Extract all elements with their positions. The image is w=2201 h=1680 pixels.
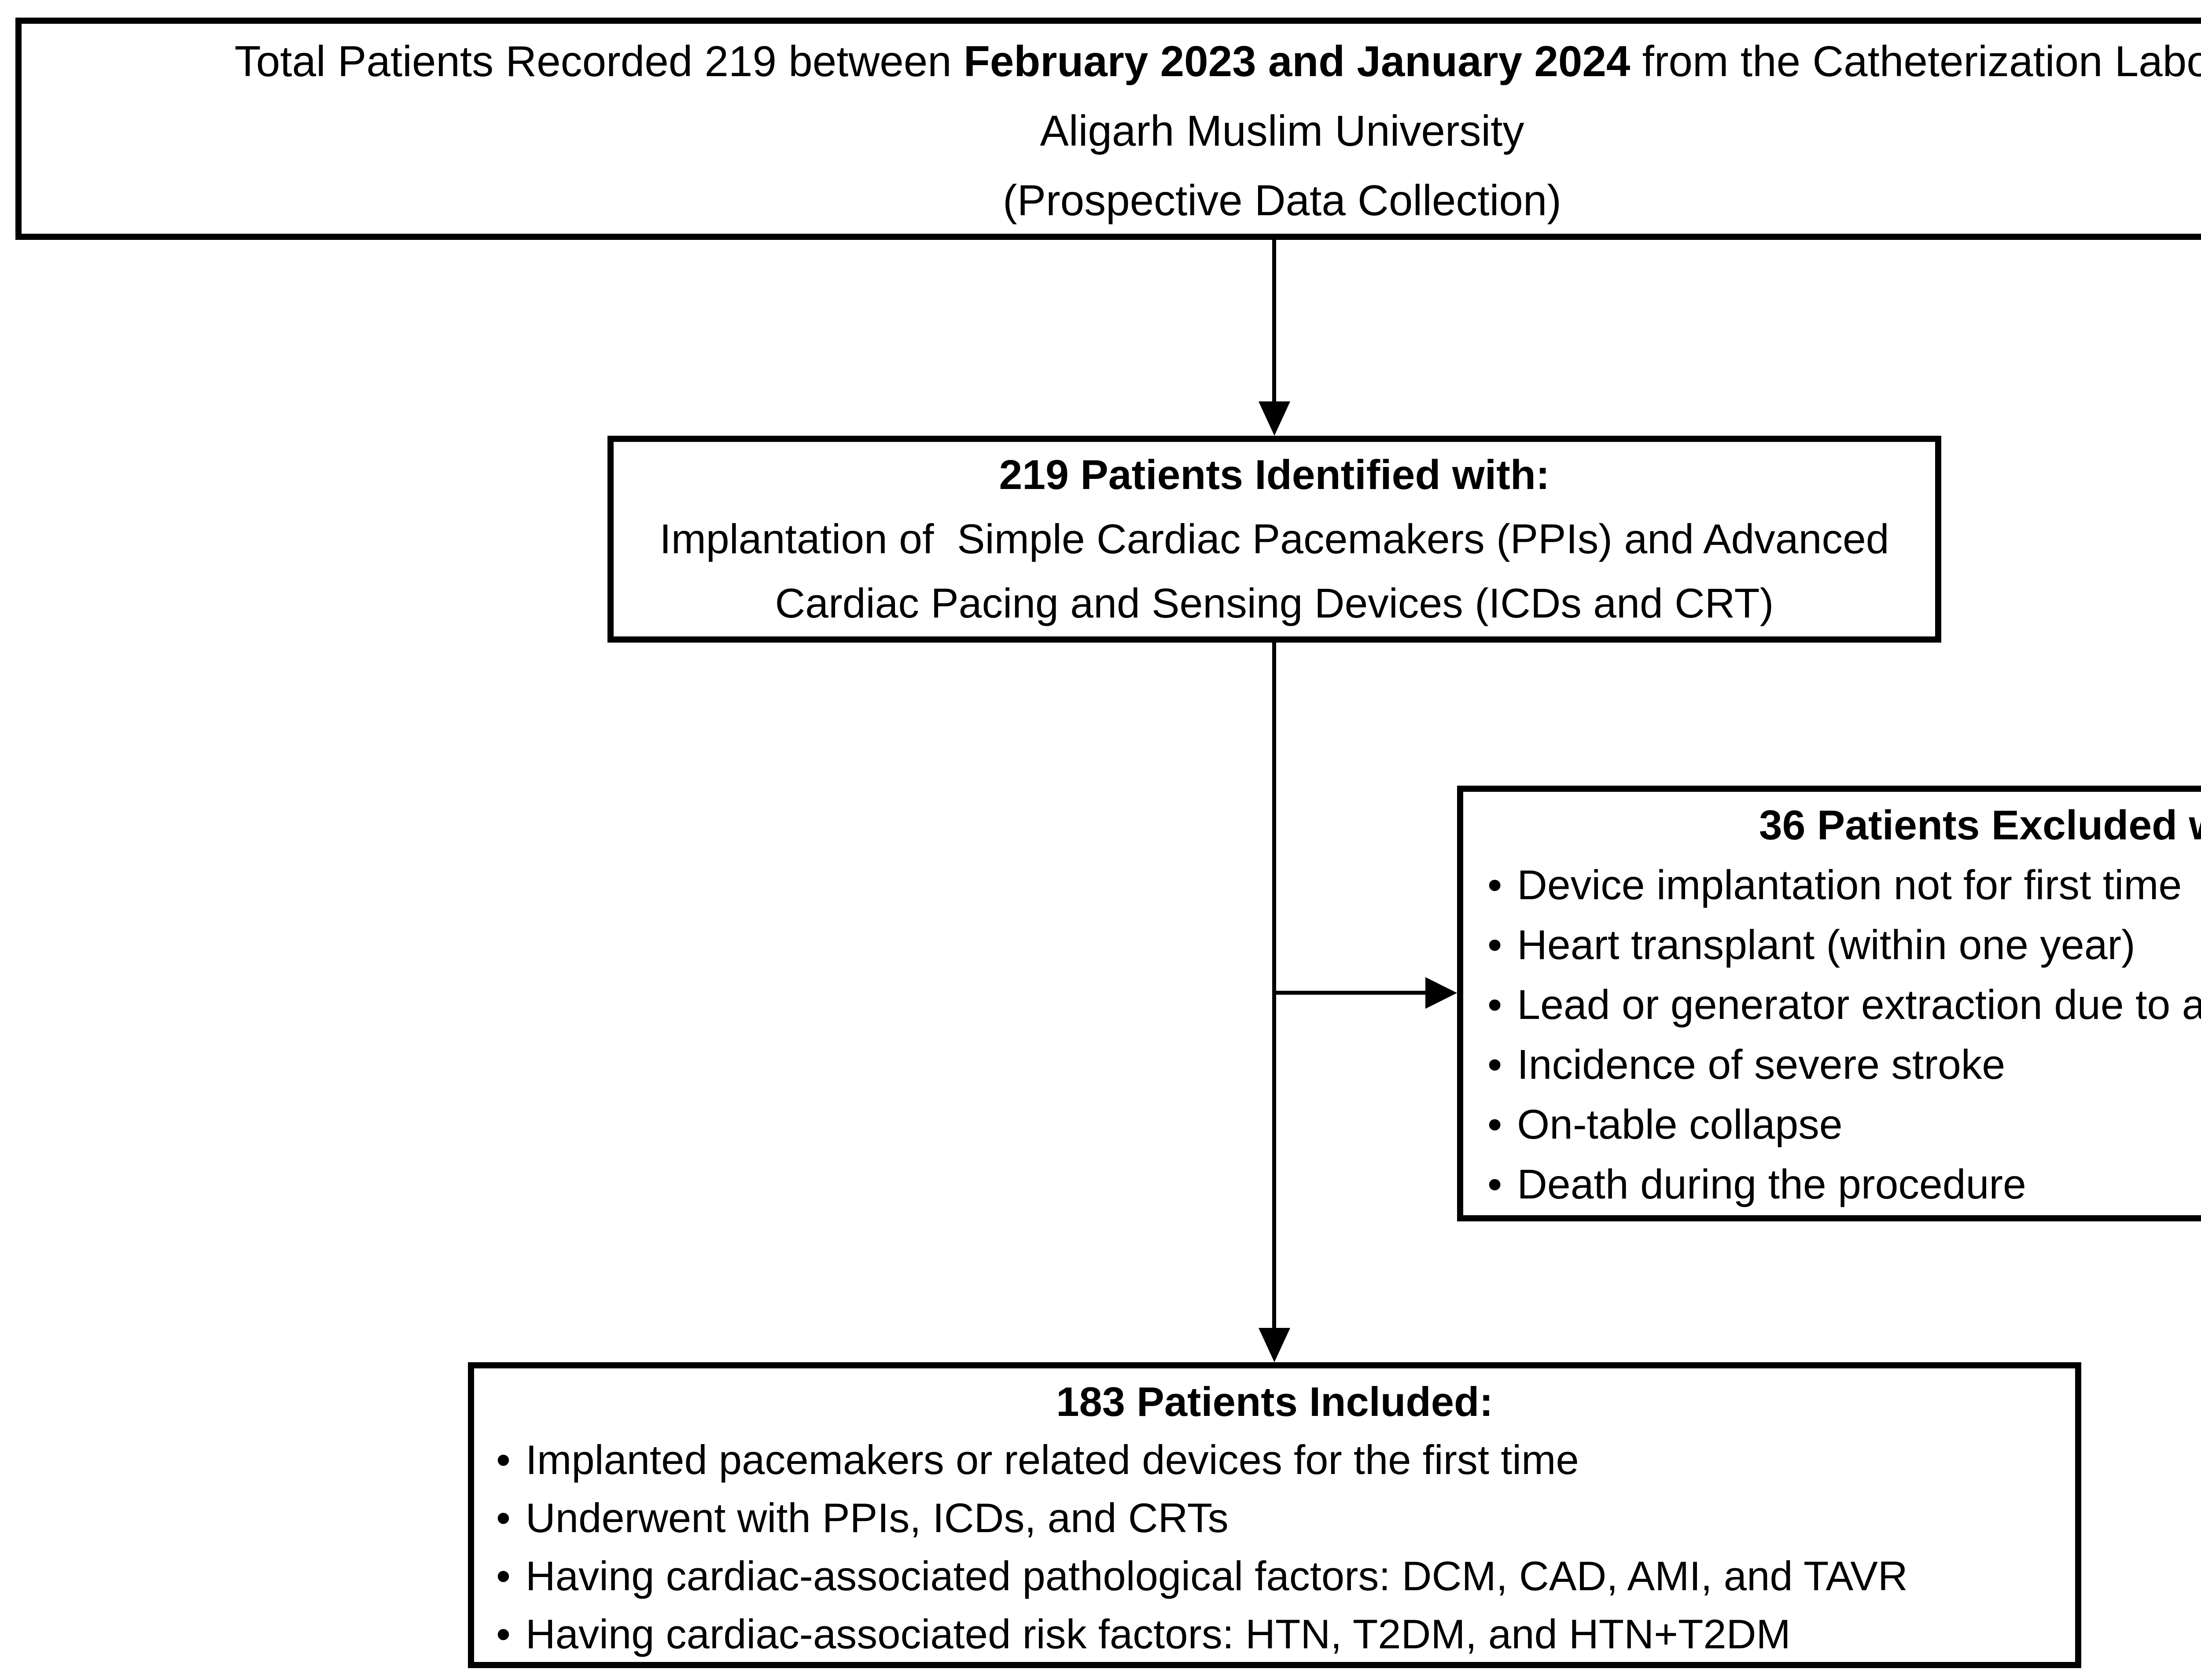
excluded-box: 36 Patients Excluded with: • Device impla… <box>1457 786 2201 1221</box>
total-recorded-line1: Total Patients Recorded 219 between Febr… <box>22 26 2201 96</box>
identified-line2: Cardiac Pacing and Sensing Devices (ICDs… <box>775 580 1774 627</box>
bullet-icon: • <box>1487 922 1502 968</box>
total-recorded-line3: (Prospective Data Collection) <box>1002 176 1562 224</box>
arrowhead-right-icon <box>1425 977 1457 1009</box>
total-recorded-line1-suffix: from the Catheterization Laboratory, <box>1642 37 2201 85</box>
bullet-icon: • <box>1487 862 1502 908</box>
included-bullet: • Underwent with PPIs, ICDs, and CRTs <box>496 1489 2075 1547</box>
arrow-top-to-identified-line <box>1272 240 1276 401</box>
total-recorded-line1-bold-dates: February 2023 and January 2024 <box>964 37 1631 85</box>
excluded-bullet-text: Death during the procedure <box>1517 1161 2026 1208</box>
bullet-icon: • <box>1487 1101 1502 1148</box>
excluded-bullet: • Heart transplant (within one year) <box>1487 915 2201 975</box>
arrowhead-down-icon <box>1259 401 1290 436</box>
included-bullet-list: • Implanted pacemakers or related devices… <box>474 1431 2075 1663</box>
identified-title: 219 Patients Identified with: <box>999 452 1550 498</box>
bullet-icon: • <box>1487 1041 1502 1088</box>
excluded-bullet-text: On-table collapse <box>1517 1101 1843 1148</box>
excluded-bullet: • Device implantation not for first time <box>1487 855 2201 915</box>
excluded-bullet-text: Device implantation not for first time <box>1517 862 2182 908</box>
arrowhead-down-icon <box>1259 1328 1290 1362</box>
excluded-bullet-text: Incidence of severe stroke <box>1517 1041 2006 1088</box>
bullet-icon: • <box>496 1611 511 1657</box>
included-bullet: • Having cardiac-associated pathological … <box>496 1547 2075 1605</box>
total-recorded-line2: Aligarh Muslim University <box>1040 107 1524 155</box>
included-bullet-text: Having cardiac-associated risk factors: … <box>525 1611 1791 1657</box>
excluded-bullet-list: •Device implantation not for first time … <box>1463 855 2201 1214</box>
included-bullet-text: Underwent with PPIs, ICDs, and CRTs <box>525 1495 1229 1541</box>
excluded-bullet: • Death during the procedure <box>1487 1154 2201 1214</box>
excluded-bullet-text: Heart transplant (within one year) <box>1517 922 2135 968</box>
included-bullet: • Implanted pacemakers or related devices… <box>496 1431 2075 1489</box>
total-recorded-box: Total Patients Recorded 219 between Febr… <box>15 18 2201 240</box>
bullet-icon: • <box>496 1553 511 1599</box>
excluded-bullet: • Lead or generator extraction due to an … <box>1487 975 2201 1035</box>
identified-line1: Implantation of Simple Cardiac Pacemaker… <box>659 516 1889 562</box>
total-recorded-line1-prefix: Total Patients Recorded 219 between <box>234 37 964 85</box>
excluded-bullet: • Incidence of severe stroke <box>1487 1035 2201 1095</box>
bullet-icon: • <box>1487 1161 1502 1208</box>
included-bullet-text: Implanted pacemakers or related devices … <box>525 1437 1579 1483</box>
identified-box: 219 Patients Identified with: Implantati… <box>607 436 1941 643</box>
arrow-identified-to-included-line <box>1272 643 1276 1328</box>
excluded-bullet: • On-table collapse <box>1487 1095 2201 1154</box>
bullet-icon: • <box>496 1437 511 1483</box>
included-box: 183 Patients Included: • Implanted pacema… <box>468 1362 2081 1668</box>
bullet-icon: • <box>1487 982 1502 1028</box>
arrow-branch-to-excluded-line <box>1274 991 1425 995</box>
included-bullet-text: Having cardiac-associated pathological f… <box>525 1553 1908 1599</box>
excluded-bullet-text: Lead or generator extraction due to an e… <box>1517 982 2201 1028</box>
bullet-icon: • <box>496 1495 511 1541</box>
excluded-title: 36 Patients Excluded with: <box>1759 802 2201 849</box>
included-bullet: • Having cardiac-associated risk factors:… <box>496 1605 2075 1663</box>
included-title: 183 Patients Included: <box>1056 1379 1493 1425</box>
